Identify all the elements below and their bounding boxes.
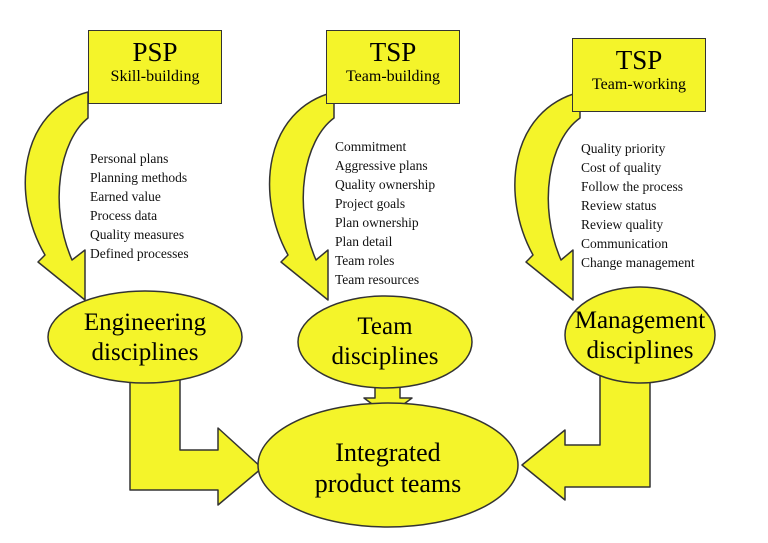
engineering-disciplines-label: Engineering disciplines [60, 308, 230, 368]
box-title: TSP [369, 37, 417, 67]
list-item: Quality priority [581, 141, 666, 156]
list-item: Planning methods [90, 170, 188, 185]
list-item: Plan ownership [335, 215, 419, 230]
oval-line: product teams [314, 469, 462, 498]
team-working-practices-list: Quality priority Cost of quality Follow … [581, 139, 695, 272]
integrated-oval [257, 402, 519, 528]
team-building-practices-list: Commitment Aggressive plans Quality owne… [335, 137, 435, 289]
list-item: Commitment [335, 139, 407, 154]
list-item: Plan detail [335, 234, 393, 249]
curved-arrow-tsp-team-building [268, 91, 335, 301]
list-item: Project goals [335, 196, 406, 211]
team-disciplines-label: Team disciplines [305, 312, 465, 372]
box-subtitle: Team-building [346, 68, 440, 85]
oval-line: Management [574, 307, 706, 334]
list-item: Team resources [335, 272, 420, 287]
list-item: Change management [581, 255, 695, 270]
psp-skill-building-box: PSP Skill-building [88, 30, 222, 104]
oval-line: Engineering [83, 309, 207, 336]
team-oval [297, 295, 473, 389]
list-item: Earned value [90, 189, 161, 204]
tsp-team-building-box: TSP Team-building [326, 30, 460, 104]
integrated-product-teams-label: Integrated product teams [290, 437, 486, 499]
block-arrow-right [521, 367, 651, 501]
box-title: TSP [615, 45, 663, 75]
list-item: Cost of quality [581, 160, 662, 175]
oval-line: Team [357, 313, 413, 340]
engineering-oval [47, 290, 243, 384]
oval-line: Integrated [335, 438, 441, 467]
oval-line: disciplines [586, 337, 694, 364]
list-item: Review status [581, 198, 657, 213]
box-title: PSP [132, 37, 178, 67]
list-item: Process data [90, 208, 158, 223]
oval-line: disciplines [91, 339, 199, 366]
list-item: Personal plans [90, 151, 169, 166]
box-subtitle: Skill-building [110, 68, 200, 85]
list-item: Defined processes [90, 246, 189, 261]
list-item: Team roles [335, 253, 395, 268]
list-item: Review quality [581, 217, 664, 232]
oval-line: disciplines [331, 343, 439, 370]
box-subtitle: Team-working [592, 76, 686, 93]
list-item: Quality ownership [335, 177, 436, 192]
list-item: Communication [581, 236, 668, 251]
curved-arrow-tsp-team-working [514, 91, 581, 301]
list-item: Aggressive plans [335, 158, 428, 173]
list-item: Quality measures [90, 227, 185, 242]
list-item: Follow the process [581, 179, 683, 194]
management-oval [564, 286, 716, 384]
psp-practices-list: Personal plans Planning methods Earned v… [90, 149, 189, 263]
tsp-team-working-box: TSP Team-working [572, 38, 706, 112]
block-arrow-left [129, 369, 263, 506]
management-disciplines-label: Management disciplines [560, 306, 720, 366]
curved-arrow-psp [24, 91, 89, 301]
